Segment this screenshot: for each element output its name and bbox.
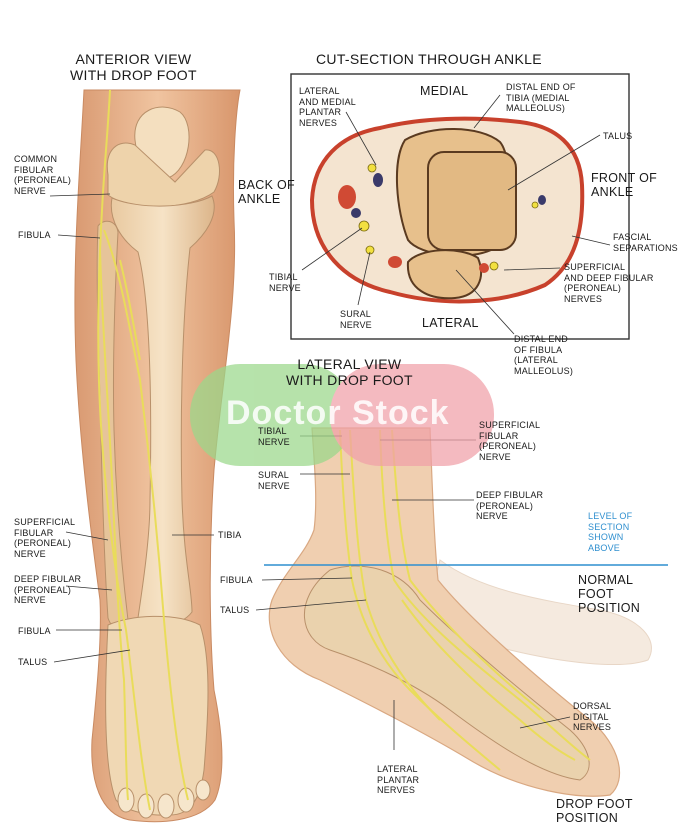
label-back-of-ankle: BACK OF ANKLE [238,178,295,206]
label-talus-lateral: TALUS [220,605,250,615]
label-talus-section: TALUS [603,131,633,141]
label-sural-nerve-section: SURAL NERVE [340,309,372,330]
label-fibula-upper: FIBULA [18,230,51,240]
label-superficial-deep-fibular: SUPERFICIAL AND DEEP FIBULAR (PERONEAL) … [564,262,654,304]
label-drop-foot-position: DROP FOOT POSITION [556,797,633,825]
label-fibula-lower: FIBULA [18,626,51,636]
anterior-leg [74,89,241,823]
label-superficial-fibular-lateral: SUPERFICIAL FIBULAR (PERONEAL) NERVE [479,420,541,462]
lateral-view-title: LATERAL VIEW WITH DROP FOOT [286,356,413,388]
label-fascial-separations: FASCIAL SEPARATIONS [613,232,678,253]
label-distal-fibula: DISTAL END OF FIBULA (LATERAL MALLEOLUS) [514,334,574,376]
label-level-of-section: LEVEL OF SECTION SHOWN ABOVE [588,511,633,553]
anterior-nerves [97,89,189,811]
leader-lines [49,94,611,750]
label-distal-tibia: DISTAL END OF TIBIA (MEDIAL MALLEOLUS) [506,82,576,113]
label-talus-anterior: TALUS [18,657,48,667]
anterior-view-title: ANTERIOR VIEW WITH DROP FOOT [70,51,197,83]
label-superficial-fibular-nerve: SUPERFICIAL FIBULAR (PERONEAL) NERVE [14,517,76,559]
section-frame [290,73,630,340]
label-tibia: TIBIA [218,530,242,540]
label-sural-nerve-lateral: SURAL NERVE [258,470,290,491]
label-common-fibular-nerve: COMMON FIBULAR (PERONEAL) NERVE [14,154,72,196]
cut-section-title: CUT-SECTION THROUGH ANKLE [316,51,542,67]
label-tibial-nerve-section: TIBIAL NERVE [269,272,301,293]
section-fibula [406,249,482,300]
label-normal-foot-position: NORMAL FOOT POSITION [578,573,641,615]
label-deep-fibular-lateral: DEEP FIBULAR (PERONEAL) NERVE [476,490,544,521]
watermark-text: Doctor Stock [226,394,450,432]
lateral-foot-bones [303,565,590,781]
tibia-bone [110,195,215,627]
section-talus [427,151,517,251]
label-tibial-nerve-lateral: TIBIAL NERVE [258,426,290,447]
toe-bones [117,779,211,819]
label-plantar-nerves: LATERAL AND MEDIAL PLANTAR NERVES [299,86,357,128]
label-fibula-lateral: FIBULA [220,575,253,585]
label-deep-fibular-nerve: DEEP FIBULAR (PERONEAL) NERVE [14,574,82,605]
ankle-cross-section [290,73,630,340]
section-vessels [338,173,546,273]
label-lateral-plantar-nerves: LATERAL PLANTAR NERVES [377,764,420,795]
label-front-of-ankle: FRONT OF ANKLE [591,171,658,199]
watermark-badge [190,364,494,466]
label-medial: MEDIAL [420,84,469,98]
label-lateral: LATERAL [422,316,479,330]
lateral-foot [264,427,668,797]
label-dorsal-digital-nerves: DORSAL DIGITAL NERVES [573,701,612,732]
